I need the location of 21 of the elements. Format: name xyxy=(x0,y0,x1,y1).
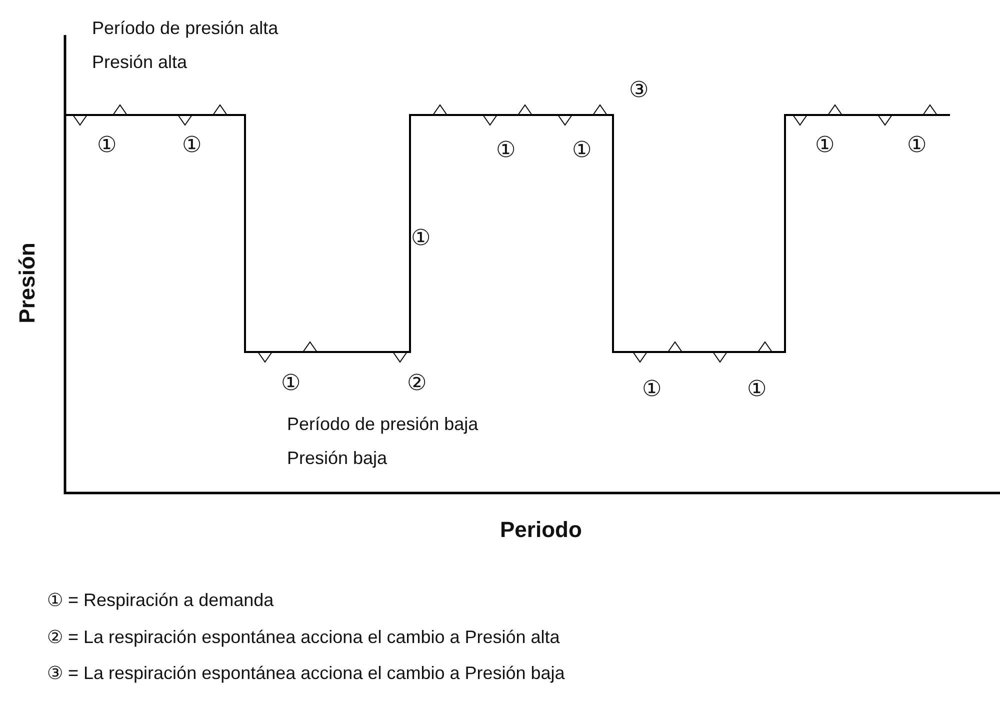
period-label: Período de presión alta xyxy=(92,18,278,39)
callout-number: ① xyxy=(815,133,835,158)
period-label: Período de presión baja xyxy=(287,414,478,435)
axis-label: Periodo xyxy=(500,517,582,542)
callout-number: ① xyxy=(907,133,927,158)
callout-number: ① xyxy=(281,371,301,396)
callout-number: ① xyxy=(182,133,202,158)
legend-note: ③ = La respiración espontánea acciona el cambio a Presión baja xyxy=(47,663,565,684)
legend-note: ② = La respiración espontánea acciona el cambio a Presión alta xyxy=(47,627,560,648)
period-label: Presión alta xyxy=(92,52,188,73)
callout-number: ① xyxy=(97,133,117,158)
callout-number: ① xyxy=(747,377,767,402)
period-label: Presión baja xyxy=(287,448,388,469)
axis-label: Presión xyxy=(14,242,40,324)
callout-number: ② xyxy=(407,371,427,396)
callout-number: ① xyxy=(572,138,592,164)
legend-note: ① = Respiración a demanda xyxy=(47,590,274,611)
callout-number: ③ xyxy=(629,78,649,104)
callout-number: ① xyxy=(411,226,431,252)
callout-number: ① xyxy=(642,377,662,402)
callout-number: ① xyxy=(496,138,516,164)
